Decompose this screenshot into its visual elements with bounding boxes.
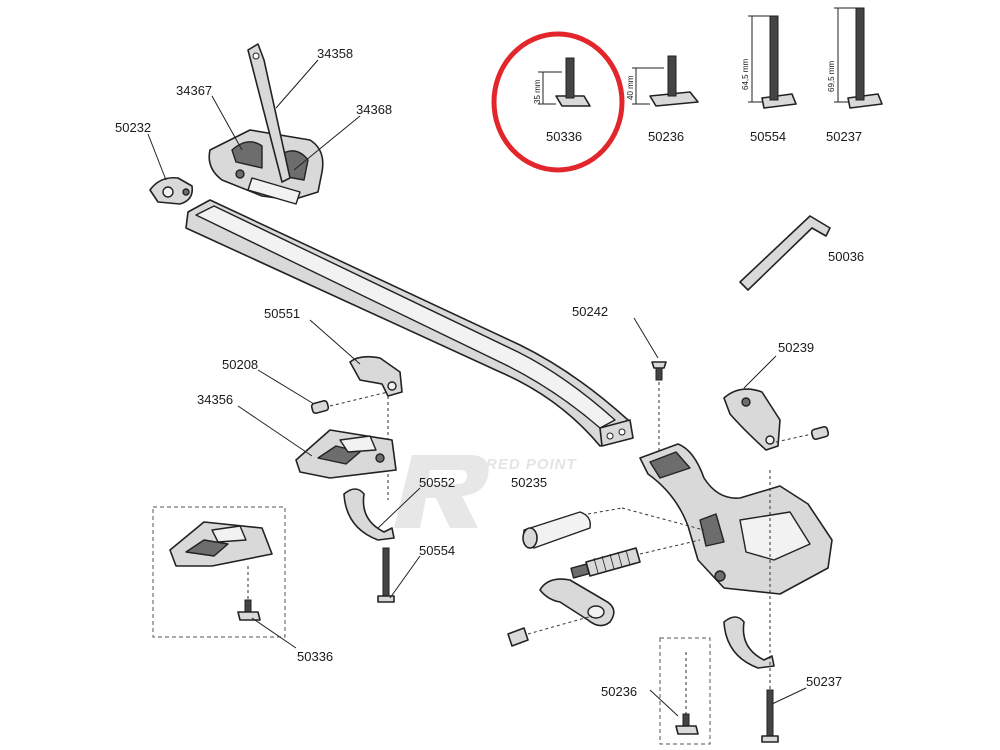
base-plate-detail (169, 521, 273, 567)
leader-lines (147, 59, 807, 717)
bolt-50554 (377, 547, 395, 603)
tube-50235 (522, 511, 591, 549)
u-clamp-50552 (343, 488, 395, 541)
dim-695mm: 69,5 mm (827, 61, 836, 92)
label-34358: 34358 (317, 46, 353, 61)
part-labels: 34358 34367 34368 50232 50336 50236 5055… (115, 46, 864, 699)
end-clip-50232 (149, 176, 194, 205)
label-50236-top: 50236 (648, 129, 684, 144)
watermark-logo: RED POINT (394, 455, 578, 528)
dim-35mm: 35 mm (533, 79, 542, 104)
main-bar (185, 199, 634, 447)
label-50236: 50236 (601, 684, 637, 699)
spring-rod (570, 547, 641, 579)
label-50235: 50235 (511, 475, 547, 490)
highlight-circle (491, 31, 625, 173)
cap-small (507, 627, 529, 647)
wheel-holder-assembly (208, 43, 324, 205)
pin-right (810, 425, 830, 441)
label-50552: 50552 (419, 475, 455, 490)
label-34367: 34367 (176, 83, 212, 98)
cap-50239 (723, 388, 781, 451)
label-50242: 50242 (572, 304, 608, 319)
label-50551: 50551 (264, 306, 300, 321)
label-50036: 50036 (828, 249, 864, 264)
bolt-50336-detail: 35 mm (533, 57, 591, 107)
label-50208: 50208 (222, 357, 258, 372)
label-50237: 50237 (806, 674, 842, 689)
lever (539, 578, 615, 627)
detail-box-left (152, 506, 286, 638)
dim-645mm: 64,5 mm (741, 59, 750, 90)
bolt-50336 (237, 599, 261, 621)
dim-40mm: 40 mm (626, 75, 635, 100)
label-50239: 50239 (778, 340, 814, 355)
label-50336-top: 50336 (546, 129, 582, 144)
label-50554: 50554 (419, 543, 455, 558)
base-plate-34356 (295, 429, 397, 479)
bolt-50237 (761, 689, 779, 743)
label-34356: 34356 (197, 392, 233, 407)
bolt-50236-detail: 40 mm (626, 55, 699, 107)
bolt-50236 (675, 713, 699, 735)
label-34368: 34368 (356, 102, 392, 117)
label-50336: 50336 (297, 649, 333, 664)
label-50237-top: 50237 (826, 129, 862, 144)
jaw-assembly (639, 443, 833, 595)
hex-key-50036 (739, 215, 831, 291)
pin-50208 (310, 399, 330, 415)
screw-50242 (651, 361, 667, 381)
label-50232: 50232 (115, 120, 151, 135)
u-clamp-right (723, 616, 775, 669)
bolt-50554-detail: 64,5 mm (741, 15, 797, 109)
watermark-text: RED POINT (486, 456, 578, 473)
bolt-50237-detail: 69,5 mm (827, 7, 883, 109)
detail-box-bottom (659, 637, 711, 745)
label-50554-top: 50554 (750, 129, 786, 144)
